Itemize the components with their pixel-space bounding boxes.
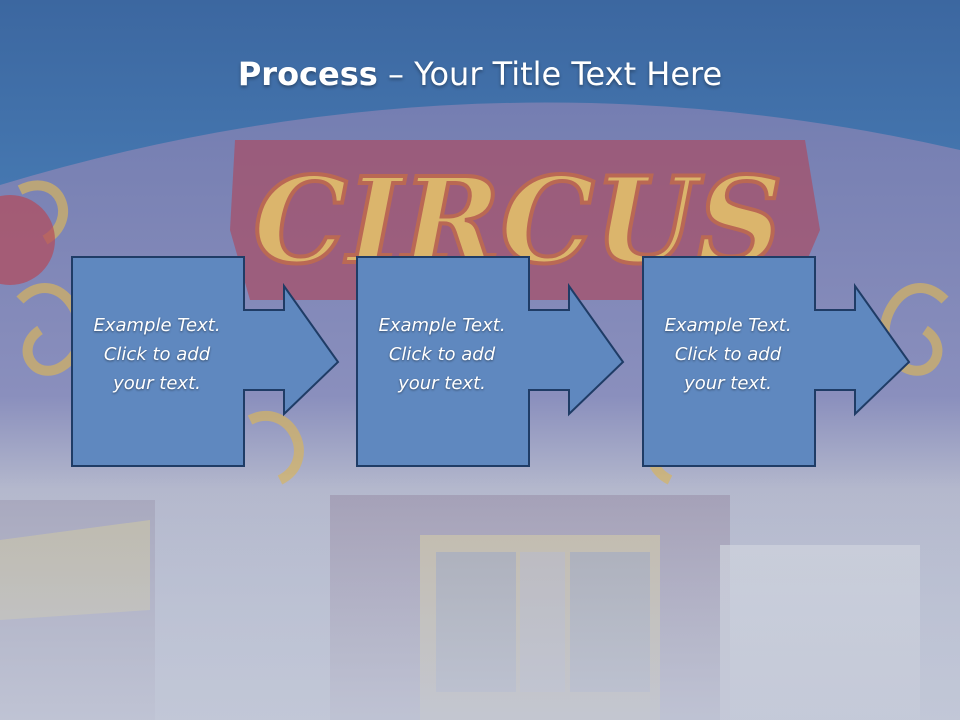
arrow-callout-shape [356, 256, 625, 467]
step-2-line-3: your text. [398, 373, 486, 394]
step-1-line-1: Example Text. [93, 315, 221, 336]
slide-title[interactable]: Process – Your Title Text Here [0, 52, 960, 96]
step-2-text[interactable]: Example Text. Click to add your text. [356, 311, 528, 398]
slide-title-rest: – Your Title Text Here [377, 55, 723, 93]
process-step-2[interactable]: Example Text. Click to add your text. [356, 256, 626, 468]
step-3-line-2: Click to add [674, 344, 782, 365]
step-1-line-3: your text. [113, 373, 201, 394]
arrow-callout-shape [642, 256, 911, 467]
arrow-callout-shape [71, 256, 340, 467]
step-2-line-1: Example Text. [378, 315, 506, 336]
step-1-text[interactable]: Example Text. Click to add your text. [71, 311, 243, 398]
step-2-line-2: Click to add [388, 344, 496, 365]
step-1-line-2: Click to add [103, 344, 211, 365]
process-step-3[interactable]: Example Text. Click to add your text. [642, 256, 912, 468]
slide-title-bold: Process [237, 55, 378, 93]
step-3-text[interactable]: Example Text. Click to add your text. [642, 311, 814, 398]
process-step-1[interactable]: Example Text. Click to add your text. [71, 256, 341, 468]
step-3-line-3: your text. [684, 373, 772, 394]
step-3-line-1: Example Text. [664, 315, 792, 336]
